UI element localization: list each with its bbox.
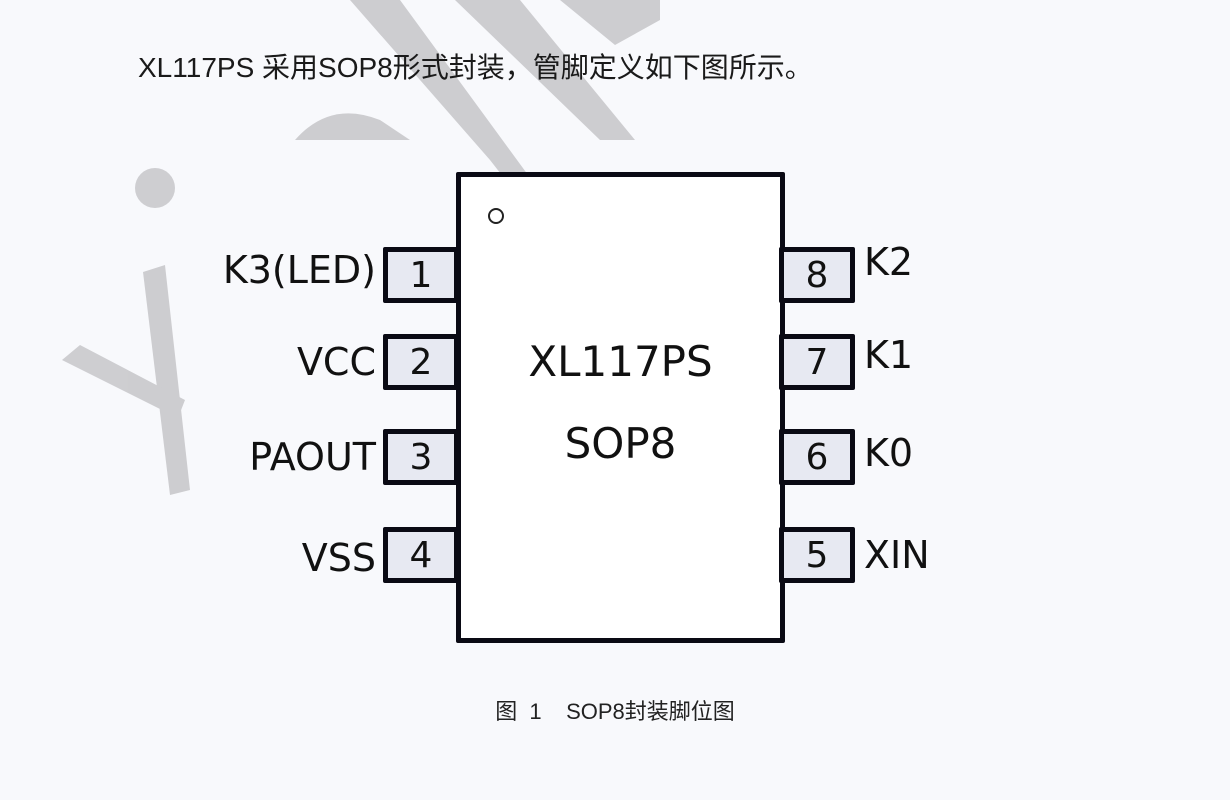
pin-4: 4 (383, 527, 459, 583)
pin-8-label: K2 (864, 240, 914, 284)
pin1-indicator-icon (488, 208, 504, 224)
intro-paragraph: XL117PS 采用SOP8形式封装，管脚定义如下图所示。 (138, 52, 813, 83)
pin-7: 7 (779, 334, 855, 390)
pin-3: 3 (383, 429, 459, 485)
pin-2: 2 (383, 334, 459, 390)
pin-4-label: VSS (301, 536, 376, 580)
pin-6-label: K0 (864, 431, 914, 475)
watermark-arc (295, 113, 410, 140)
pin-3-label: PAOUT (249, 435, 376, 479)
pin-5: 5 (779, 527, 855, 583)
watermark-stripe (560, 0, 660, 45)
watermark-stroke (143, 265, 190, 495)
pin-6: 6 (779, 429, 855, 485)
watermark-dot (135, 168, 175, 208)
pin-1: 1 (383, 247, 459, 303)
watermark-stroke (62, 345, 185, 418)
chip-part-number: XL117PS (528, 337, 713, 386)
chip-body: XL117PS SOP8 (456, 172, 785, 643)
pin-8: 8 (779, 247, 855, 303)
chip-package: SOP8 (564, 419, 677, 468)
pin-1-label: K3(LED) (222, 248, 376, 292)
pin-5-label: XIN (864, 533, 930, 577)
pin-2-label: VCC (296, 340, 376, 384)
pin-7-label: K1 (864, 333, 914, 377)
figure-caption: 图 1 SOP8封装脚位图 (495, 699, 735, 724)
